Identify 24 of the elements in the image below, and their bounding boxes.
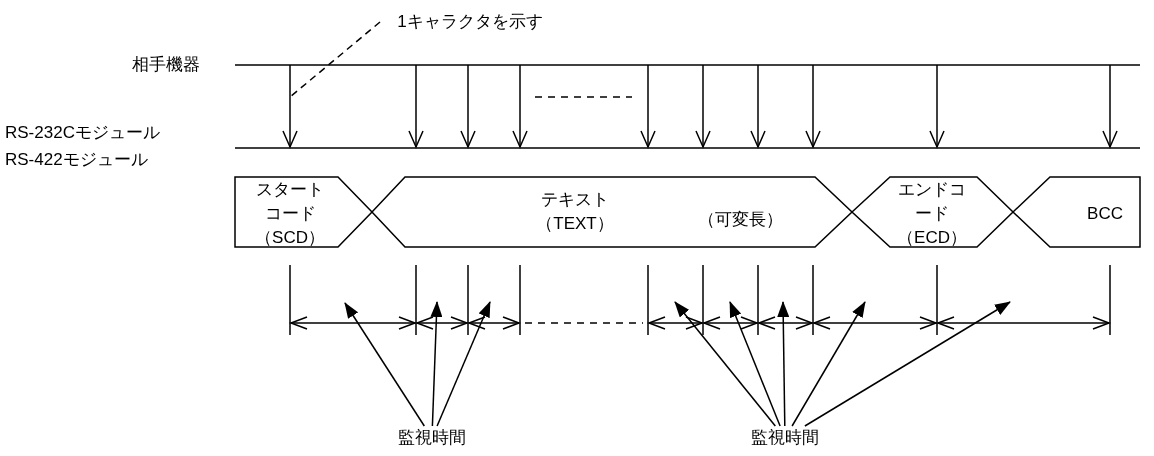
segment-label: （可変長）: [697, 209, 783, 231]
segment-label: スタートコード（SCD）: [254, 179, 326, 249]
time-label: 監視時間: [751, 427, 819, 449]
callout-text: 1キャラクタを示す: [397, 11, 543, 33]
signal-label: 相手機器: [132, 54, 200, 76]
segment-label: エンドコード（ECD）: [896, 179, 968, 249]
leader-arrow: [777, 301, 790, 427]
leader-line: [289, 21, 381, 98]
frame-segment: [1013, 177, 1140, 247]
leader-arrow: [791, 301, 866, 427]
segment-label: テキスト（TEXT）: [535, 189, 615, 235]
frame-segment: [852, 177, 1013, 247]
leader-arrow: [344, 302, 426, 427]
segment-label: BCC: [1087, 203, 1123, 225]
leader-arrow: [436, 301, 491, 427]
leader-arrow: [804, 301, 1011, 427]
frame-segment: [372, 177, 852, 247]
frame-segment: [235, 177, 372, 247]
leader-arrow: [430, 301, 443, 427]
leader-arrow: [729, 301, 781, 427]
time-label: 監視時間: [398, 427, 466, 449]
leader-arrow: [674, 301, 777, 427]
signal-label: RS-232Cモジュール: [5, 122, 160, 144]
signal-label: RS-422モジュール: [5, 149, 148, 171]
